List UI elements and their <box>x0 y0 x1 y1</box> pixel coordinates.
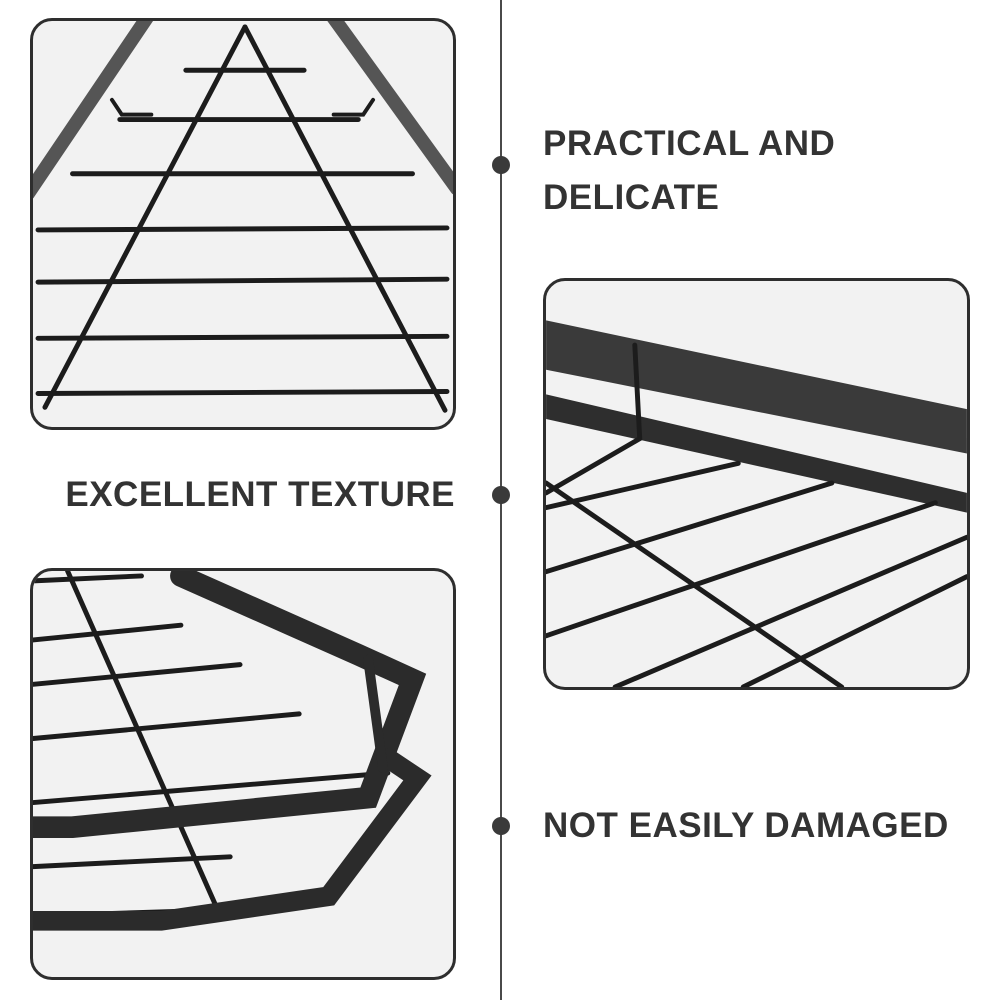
wire-rack-triangle-image <box>33 21 453 413</box>
wire-rack-hexagon-image <box>33 571 432 931</box>
bullet-dot-3 <box>492 817 510 835</box>
feature-title-line-2: DELICATE <box>543 178 720 217</box>
wire-hook-detail-image <box>546 320 967 687</box>
feature-title-practical: PRACTICAL AND DELICATE <box>543 117 835 225</box>
feature-title-texture: EXCELLENT TEXTURE <box>65 475 455 514</box>
product-photo-rack-top <box>30 18 456 430</box>
feature-title-line-1: PRACTICAL AND <box>543 124 836 163</box>
bullet-dot-2 <box>492 486 510 504</box>
product-photo-hook-detail <box>543 278 970 690</box>
product-photo-hexagon-rim <box>30 568 456 980</box>
feature-title-durable: NOT EASILY DAMAGED <box>543 806 949 845</box>
bullet-dot-1 <box>492 156 510 174</box>
